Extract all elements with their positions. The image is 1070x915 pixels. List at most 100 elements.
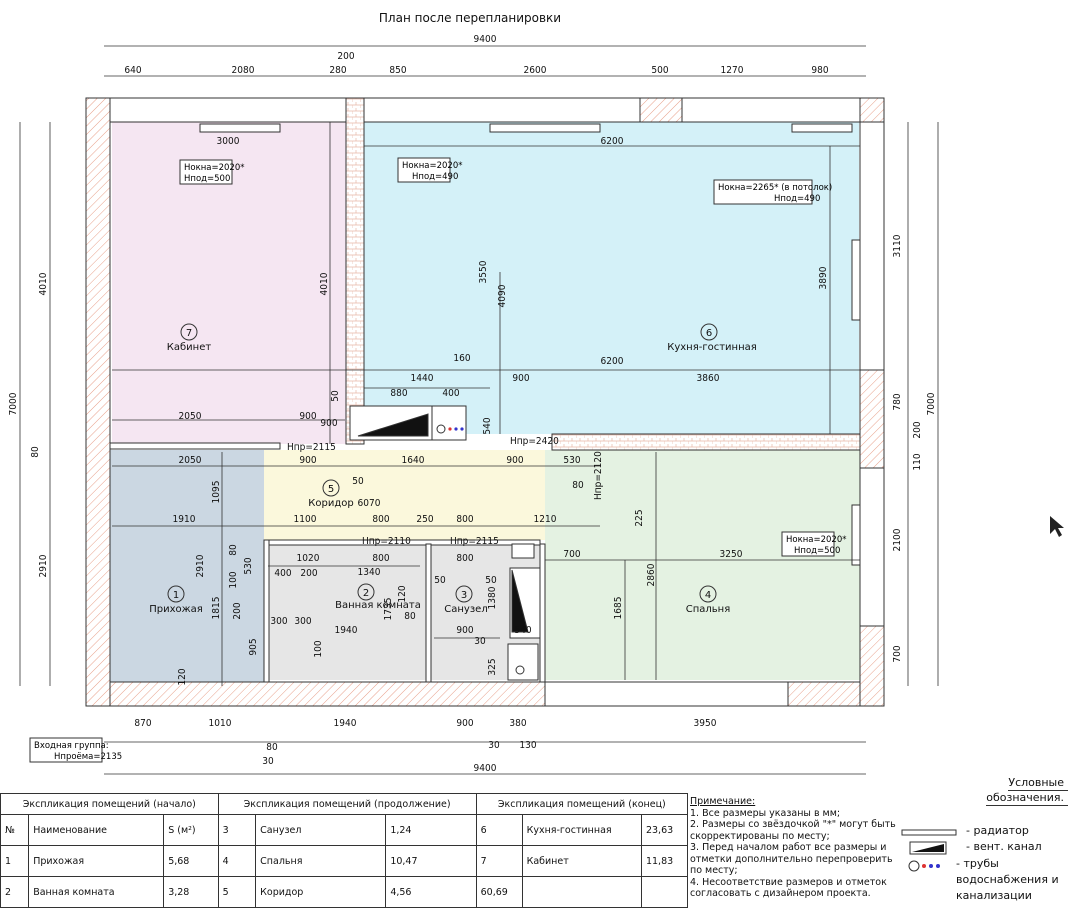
inner-dimension-label: 1380	[487, 586, 498, 609]
window-note: Hокна=2020*	[402, 161, 463, 171]
dim-bottom-small: 30	[262, 756, 274, 767]
explication-header: Экспликация помещений (конец)	[475, 793, 689, 815]
opening-label: Hпр=2115	[287, 442, 336, 453]
window-notes: Hокна=2020* Hпод=500 Hокна=2020* Hпод=49…	[29, 157, 847, 763]
dim-left: 80	[30, 446, 41, 458]
opening-labels: Hпр=2115 Hпр=2420 Hпр=2120 Hпр=2110 Hпр=…	[287, 436, 604, 547]
inner-dimension-label: 325	[487, 658, 498, 675]
inner-dimension-label: 540	[482, 417, 493, 434]
dim-right: 3110	[892, 234, 903, 257]
note-item: 1. Все размеры указаны в мм;	[690, 807, 841, 819]
room-3-label: 3 Санузел	[444, 585, 488, 615]
dim-top: 980	[811, 65, 828, 76]
dim-right-outer: 7000	[926, 392, 937, 415]
vent-channel-icon	[357, 413, 429, 437]
explication-header: Экспликация помещений (продолжение)	[217, 793, 477, 815]
room-7-label: 7 Кабинет	[167, 323, 212, 353]
inner-dimension-label: 900	[320, 418, 337, 429]
radiator-icon	[851, 504, 861, 566]
notes-block: Примечание: 1. Все размеры указаны в мм;…	[690, 796, 900, 900]
room-name: Ванная комната	[335, 600, 421, 611]
window-bedroom	[859, 467, 885, 627]
inner-dimension-label: 1640	[402, 455, 425, 466]
inner-dimension-label: 400	[442, 388, 459, 399]
inner-dimension-label: 1815	[211, 597, 222, 620]
legend-heading: Условные	[1008, 776, 1068, 791]
explication-header: Экспликация помещений (начало)	[0, 793, 219, 815]
dim-left: 4010	[38, 272, 49, 295]
inner-dimension-label: 120	[177, 668, 188, 685]
room-fill-bedroom	[545, 450, 860, 680]
table-row: 1 Прихожая 5,68 4 Спальня 10,47 7 Кабине…	[0, 845, 689, 877]
room-name: Кухня-гостинная	[667, 342, 757, 353]
dim-bottom: 1940	[334, 718, 357, 729]
window-office	[109, 97, 347, 123]
inner-dimension-label: 6200	[601, 136, 624, 147]
radiator-icon	[489, 123, 601, 133]
inner-dimension-label: 3860	[697, 373, 720, 384]
walls	[85, 97, 885, 707]
window-note: Hпод=500	[184, 174, 230, 184]
inner-dimension-label: 80	[572, 480, 584, 491]
dim-right: 780	[892, 393, 903, 410]
room-5-label: 5 Коридор	[308, 479, 354, 509]
entrance-note: Входная группа:	[34, 741, 109, 751]
inner-dimension-label: 900	[506, 455, 523, 466]
room-fill-corridor	[264, 450, 596, 540]
dim-top: 200	[337, 51, 354, 62]
window-note: Hпод=490	[774, 194, 820, 204]
inner-dimension-label: 1440	[411, 373, 434, 384]
dim-right: 200	[912, 421, 923, 438]
partition-bath-wc	[425, 543, 432, 683]
inner-dimension-label: 1685	[613, 597, 624, 620]
legend-block: Условные обозначения. - радиатор - вент.…	[898, 776, 1068, 902]
note-item: 4. Несоответствие размеров и отметок сог…	[690, 876, 887, 900]
dim-overall-bottom: 9400	[474, 763, 497, 774]
dim-overall-top: 9400	[474, 34, 497, 45]
room-name: Санузел	[444, 604, 487, 615]
window-kitchen-side	[859, 121, 885, 371]
inner-dimension-label: 50	[434, 575, 446, 586]
dim-top: 500	[651, 65, 668, 76]
inner-dimension-label: 30	[474, 636, 486, 647]
pipes-riser-wc	[507, 643, 539, 681]
radiator-icon	[901, 829, 957, 836]
plan-title: План после перепланировки	[379, 11, 561, 25]
inner-dimension-label: 800	[456, 553, 473, 564]
dim-bottom-small: 130	[519, 740, 536, 751]
partition-office	[109, 442, 281, 450]
inner-dimension-label: 2910	[195, 554, 206, 577]
room-explication-table: Экспликация помещений (начало) Экспликац…	[0, 793, 689, 908]
room-number: 3	[461, 590, 467, 601]
window-note: Hпод=490	[412, 172, 458, 182]
dim-right: 110	[912, 453, 923, 470]
inner-dimension-label: 200	[300, 568, 317, 579]
room-name: Коридор	[308, 498, 353, 509]
room-number: 5	[328, 484, 334, 495]
note-item: 2. Размеры со звёздочкой "*" могут быть …	[690, 819, 896, 842]
dim-bottom-small: 80	[266, 742, 278, 753]
inner-dimension-label: 1100	[294, 514, 317, 525]
dim-right: 2100	[892, 528, 903, 551]
pipes-riser	[431, 405, 467, 441]
room-name: Кабинет	[167, 342, 212, 353]
inner-dimension-label: 2050	[179, 455, 202, 466]
inner-dimension-label: 4090	[497, 284, 508, 307]
room-2-label: 2 Ванная комната	[335, 583, 421, 611]
dim-bottom-small: 30	[488, 740, 500, 751]
legend-item: - трубы водоснабжения и канализации	[956, 857, 1059, 902]
legend-heading: обозначения.	[986, 791, 1068, 806]
window-bedroom-bottom	[544, 681, 789, 707]
opening-label: Hпр=2115	[450, 536, 499, 547]
dim-right: 700	[892, 645, 903, 662]
window-kitchen-1	[363, 97, 641, 123]
inner-dimension-label: 530	[563, 455, 580, 466]
dim-bottom: 1010	[209, 718, 232, 729]
dimension-lines	[19, 45, 939, 775]
room-labels: 7 Кабинет 6 Кухня-гостинная 5 Коридор 1 …	[149, 323, 757, 615]
room-fill-hall	[110, 450, 264, 688]
radiators	[199, 123, 861, 566]
inner-dimension-label: 3250	[720, 549, 743, 560]
legend-item: - вент. канал	[966, 840, 1042, 853]
